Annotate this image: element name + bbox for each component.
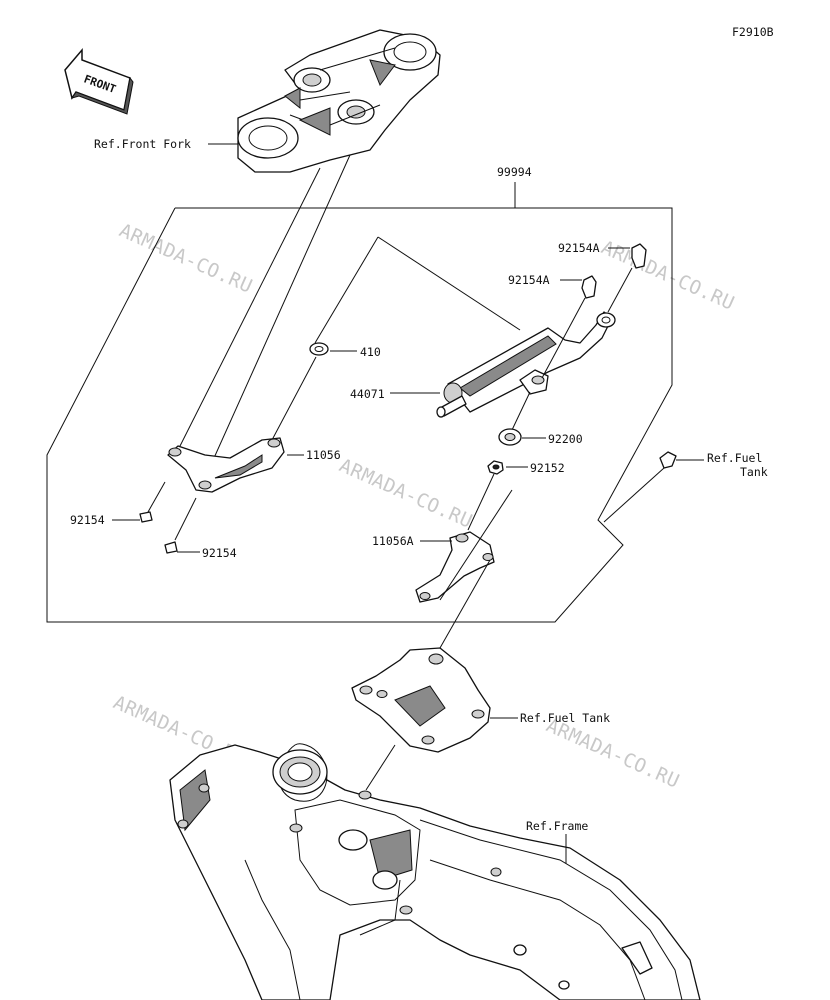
label-11056A: 11056A: [372, 534, 414, 548]
label-410: 410: [360, 345, 381, 359]
label-11056: 11056: [306, 448, 341, 462]
label-ref-fuel-tank-1-line1: Ref.Fuel: [707, 451, 762, 465]
bolt-92154-2: 92154: [164, 497, 237, 560]
label-92200: 92200: [548, 432, 583, 446]
front-arrow-icon: FRONT: [64, 47, 134, 115]
fuel-tank-bolt: Ref.Fuel Tank: [603, 451, 768, 523]
label-ref-fuel-tank-2: Ref.Fuel Tank: [520, 711, 610, 725]
label-44071: 44071: [350, 387, 385, 401]
label-92152: 92152: [530, 461, 565, 475]
figure-code: F2910B: [732, 25, 774, 39]
label-92154-2: 92154: [202, 546, 237, 560]
label-ref-frame: Ref.Frame: [526, 819, 588, 833]
nut-92152: 92152: [467, 460, 565, 531]
fuel-tank-mount-bracket: Ref.Fuel Tank: [351, 647, 610, 791]
kit-outline: 99994: [46, 165, 673, 623]
label-ref-front-fork: Ref.Front Fork: [94, 137, 191, 151]
label-99994: 99994: [497, 165, 532, 179]
label-ref-fuel-tank-1-line2: Tank: [740, 465, 768, 479]
label-92154A-1: 92154A: [558, 241, 600, 255]
bolt-92154-1: 92154: [70, 481, 166, 527]
washer-410: 410: [271, 342, 381, 441]
main-frame: Ref.Frame: [169, 743, 701, 1000]
steering-damper-44071: 44071: [314, 236, 616, 418]
bracket-11056A: 11056A: [372, 531, 495, 603]
watermark-3: ARMADA-CO.RU: [336, 454, 476, 532]
label-92154A-2: 92154A: [508, 273, 550, 287]
upper-triple-clamp: Ref.Front Fork: [94, 29, 441, 173]
bolt-92154A-2: 92154A: [508, 273, 597, 379]
watermark-5: ARMADA-CO.RU: [543, 714, 683, 792]
bolt-92154A-1: 92154A: [558, 241, 647, 313]
washer-92200: 92200: [498, 391, 583, 446]
label-92154-1: 92154: [70, 513, 105, 527]
watermark-1: ARMADA-CO.RU: [116, 219, 256, 297]
bracket-11056: 11056: [167, 437, 341, 493]
